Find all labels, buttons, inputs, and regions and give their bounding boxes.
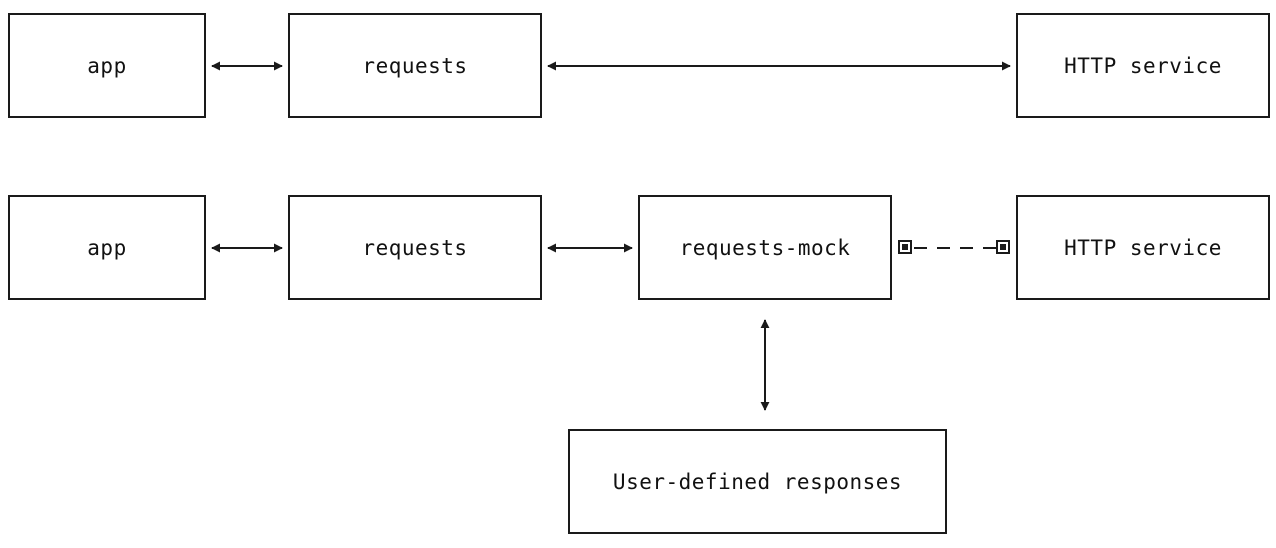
app-label: app: [87, 235, 127, 260]
app-label: app: [87, 53, 127, 78]
blocked-connection: [898, 240, 1010, 254]
requests-box-bottom: requests: [288, 195, 542, 300]
http-service-box-top: HTTP service: [1016, 13, 1270, 118]
app-box-top: app: [8, 13, 206, 118]
requests-mock-label: requests-mock: [679, 235, 851, 260]
http-service-box-bottom: HTTP service: [1016, 195, 1270, 300]
requests-box-top: requests: [288, 13, 542, 118]
app-box-bottom: app: [8, 195, 206, 300]
requests-label: requests: [362, 235, 468, 260]
http-service-label: HTTP service: [1064, 53, 1222, 78]
requests-mock-box: requests-mock: [638, 195, 892, 300]
requests-label: requests: [362, 53, 468, 78]
user-defined-responses-box: User-defined responses: [568, 429, 947, 534]
http-service-label: HTTP service: [1064, 235, 1222, 260]
user-defined-responses-label: User-defined responses: [612, 469, 903, 494]
